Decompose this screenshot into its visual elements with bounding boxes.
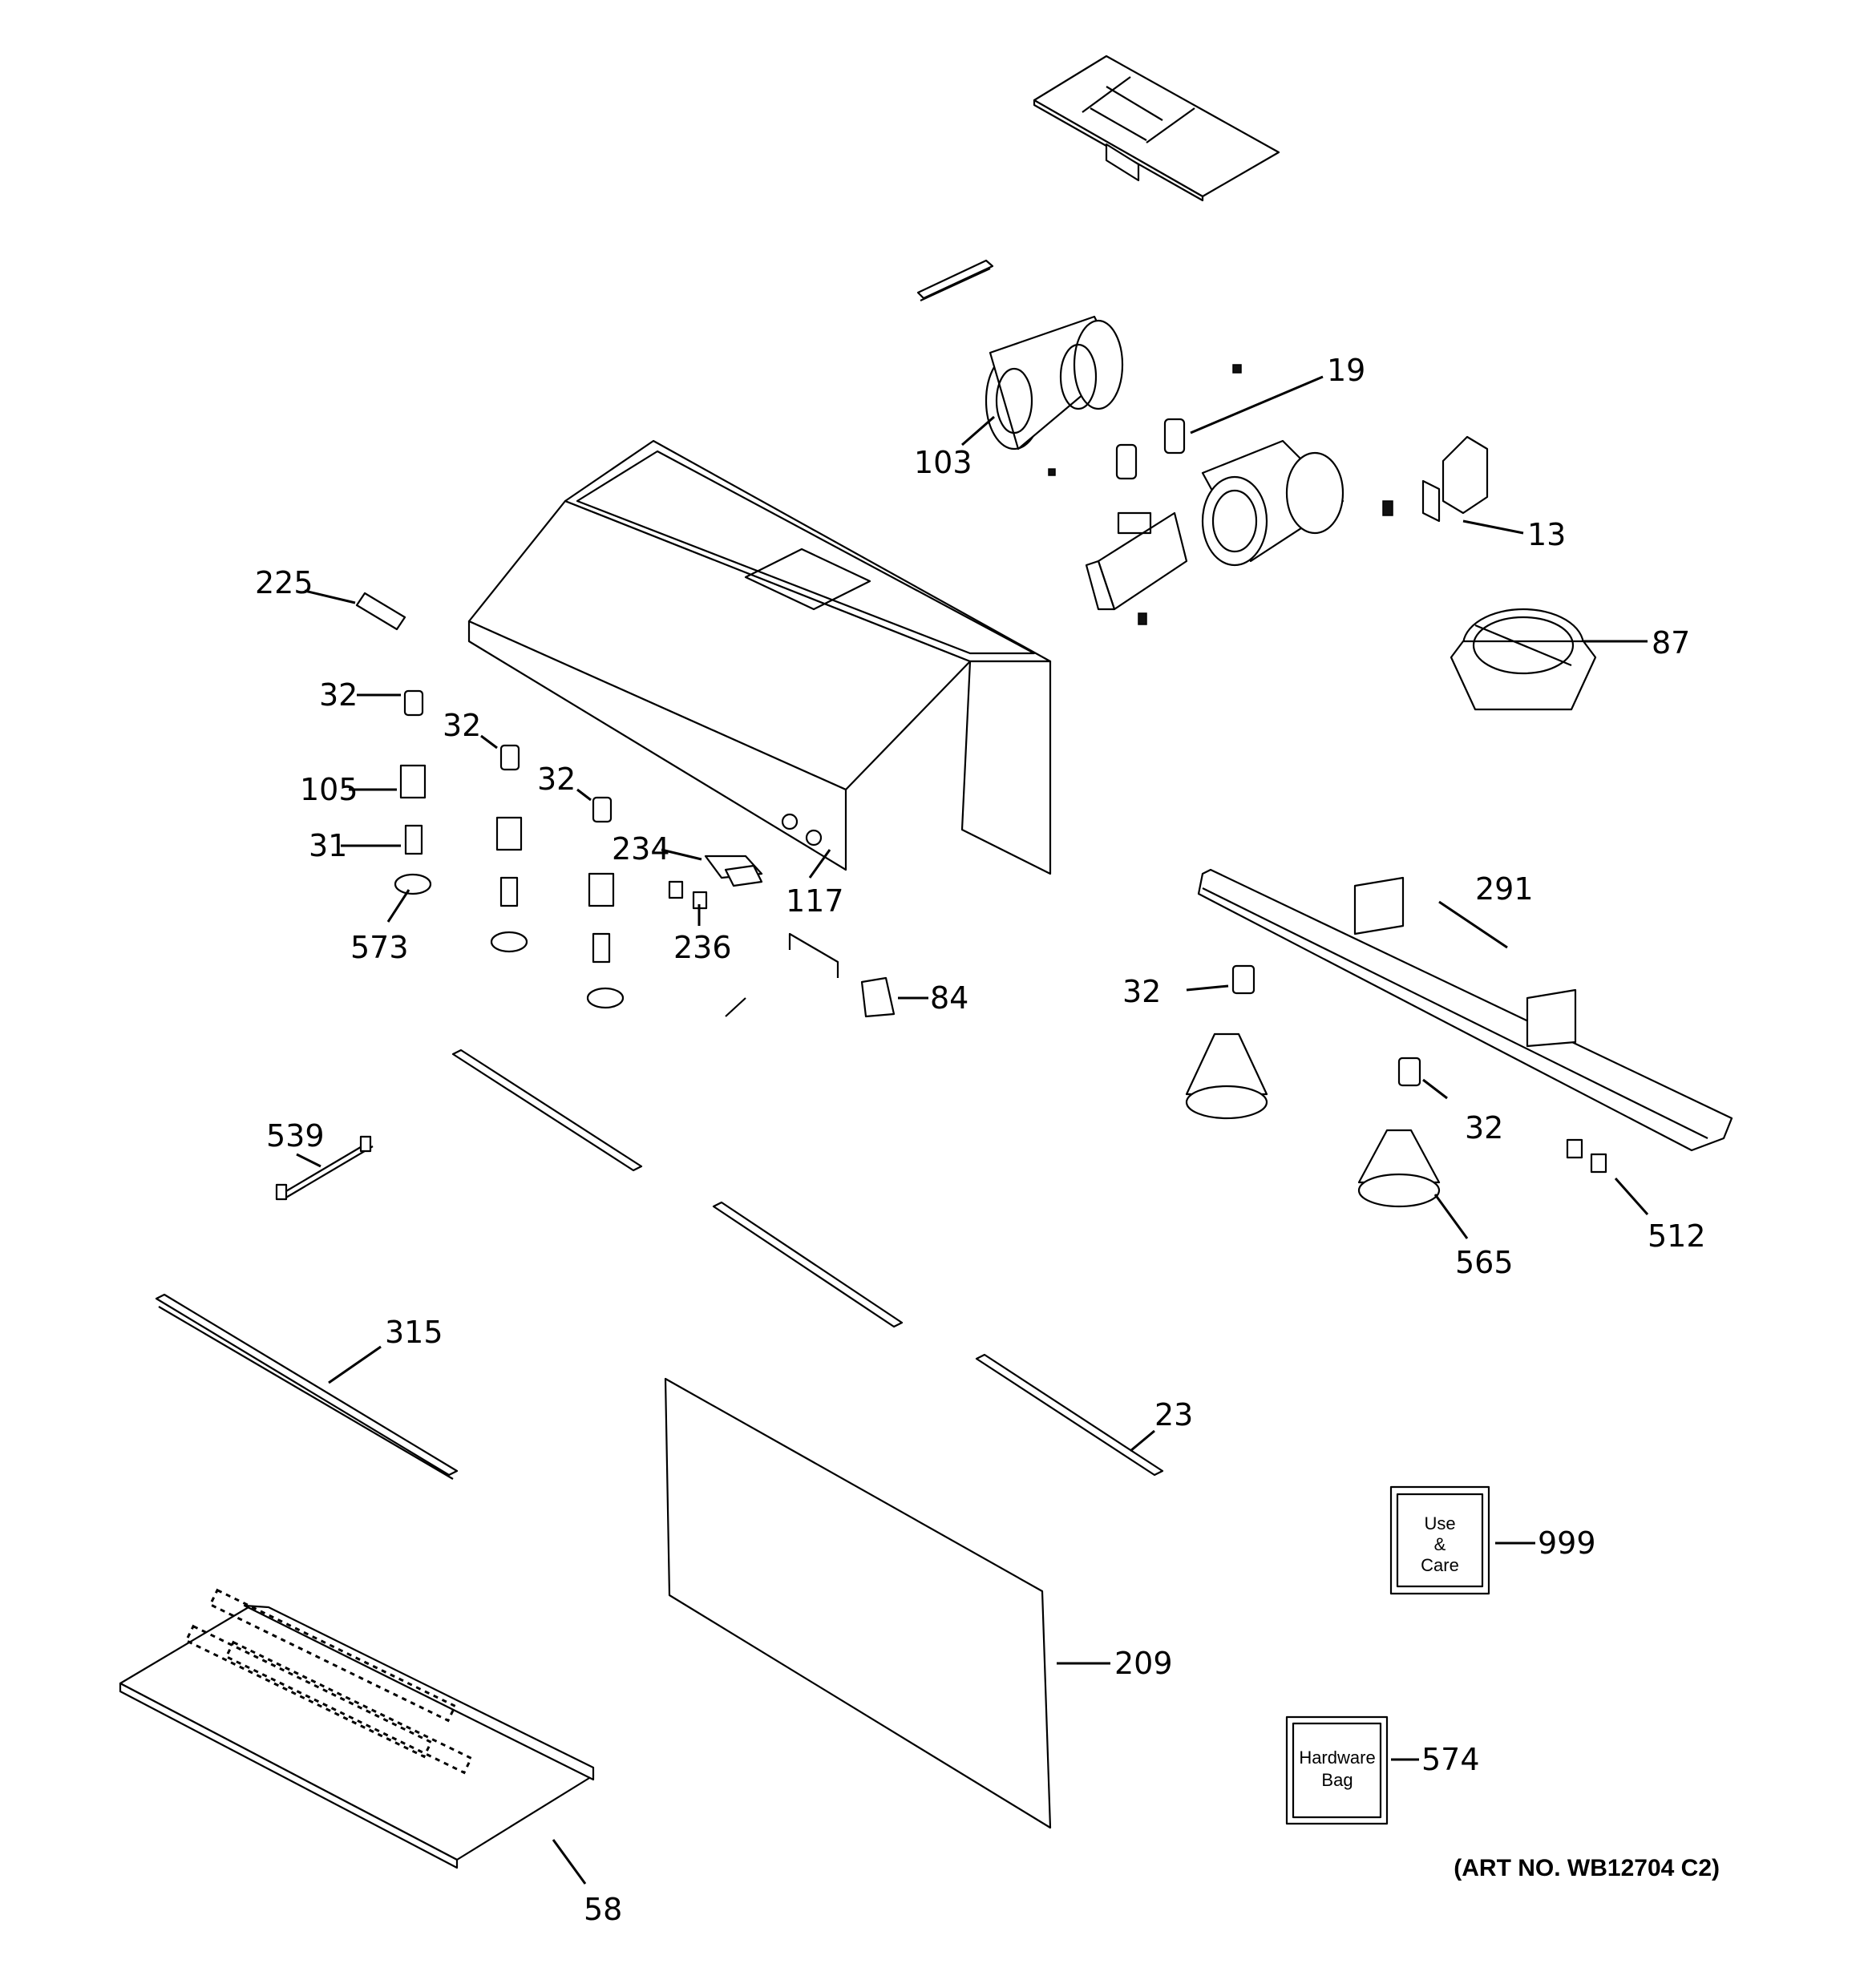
callout-999: 999 bbox=[1538, 1525, 1596, 1561]
use-care-booklet: Use & Care bbox=[1389, 1485, 1490, 1595]
hardware-bag-line1: Hardware bbox=[1299, 1748, 1375, 1768]
callout-565: 565 bbox=[1455, 1245, 1514, 1280]
callout-32-a: 32 bbox=[319, 677, 358, 713]
art-number: (ART NO. WB12704 C2) bbox=[1454, 1855, 1720, 1881]
use-care-line1: Use bbox=[1424, 1513, 1455, 1533]
transformer-84 bbox=[725, 932, 896, 1018]
motor-bracket bbox=[1085, 511, 1188, 625]
callout-512: 512 bbox=[1648, 1218, 1706, 1254]
callout-32-e: 32 bbox=[1465, 1110, 1503, 1146]
back-panel-209 bbox=[664, 1377, 1052, 1829]
filter-23 bbox=[975, 1353, 1164, 1477]
callout-236: 236 bbox=[673, 930, 732, 965]
callout-315: 315 bbox=[385, 1315, 443, 1350]
rail-539 bbox=[275, 1135, 374, 1201]
callout-209: 209 bbox=[1114, 1646, 1173, 1681]
callout-32-c: 32 bbox=[537, 762, 576, 797]
transformer-13 bbox=[1382, 435, 1489, 523]
lamp-socket-right bbox=[1185, 964, 1441, 1208]
callout-31: 31 bbox=[309, 828, 347, 863]
hood-body bbox=[467, 439, 1052, 875]
lamp-socket-cluster bbox=[394, 689, 625, 1009]
callout-23: 23 bbox=[1154, 1397, 1193, 1432]
callout-574: 574 bbox=[1421, 1742, 1480, 1777]
callout-117: 117 bbox=[786, 883, 844, 919]
blower-housing-right bbox=[1201, 439, 1344, 567]
callout-58: 58 bbox=[584, 1892, 622, 1927]
callout-103: 103 bbox=[914, 445, 972, 480]
callout-13: 13 bbox=[1527, 517, 1566, 552]
filter-1 bbox=[451, 1049, 643, 1172]
callout-84: 84 bbox=[930, 980, 968, 1016]
filter-2 bbox=[712, 1201, 904, 1328]
callout-539: 539 bbox=[266, 1118, 325, 1154]
use-care-line2: & bbox=[1434, 1534, 1446, 1554]
label-225 bbox=[355, 592, 406, 631]
hardware-bag: Hardware Bag bbox=[1285, 1715, 1389, 1825]
leader-lines bbox=[296, 375, 1649, 1885]
callout-32-b: 32 bbox=[443, 708, 481, 743]
switch-512 bbox=[1566, 1138, 1607, 1174]
rail-315 bbox=[155, 1293, 459, 1480]
callout-291: 291 bbox=[1475, 871, 1534, 907]
callout-573: 573 bbox=[350, 930, 409, 965]
callout-234: 234 bbox=[612, 831, 670, 867]
bottom-panel-58 bbox=[119, 1588, 595, 1869]
use-care-line3: Care bbox=[1421, 1555, 1459, 1575]
callout-32-d: 32 bbox=[1122, 974, 1161, 1009]
capacitor-19 bbox=[1048, 364, 1242, 480]
callout-labels: 19 103 13 87 225 32 32 32 105 31 573 234… bbox=[255, 353, 1706, 1927]
callout-87: 87 bbox=[1652, 625, 1690, 661]
damper-strip bbox=[916, 259, 994, 301]
callout-105: 105 bbox=[300, 772, 358, 807]
hardware-bag-line2: Bag bbox=[1321, 1770, 1353, 1790]
blower-housing-left bbox=[985, 315, 1124, 451]
callout-225: 225 bbox=[255, 565, 313, 600]
callout-19: 19 bbox=[1327, 353, 1365, 388]
switch-236 bbox=[668, 880, 708, 910]
light-bar-291 bbox=[1197, 868, 1733, 1152]
switch-234 bbox=[704, 855, 763, 887]
damper-transition-87 bbox=[1450, 608, 1597, 711]
top-mounting-plate bbox=[1033, 55, 1280, 202]
